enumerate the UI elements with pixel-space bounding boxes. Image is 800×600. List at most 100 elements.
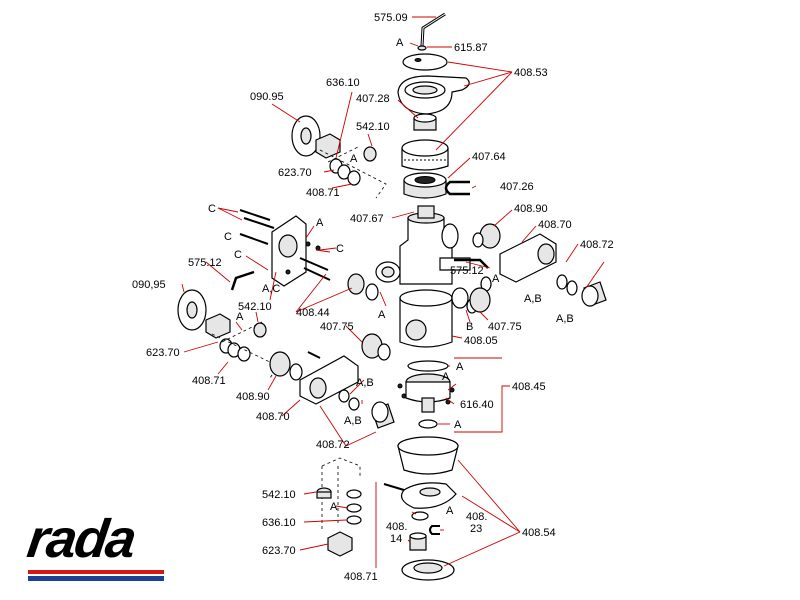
part-labels: 575.09 A 615.87 408.53 090.95 636.10 407… xyxy=(132,12,614,583)
seal-ring-407-67 xyxy=(441,223,459,249)
fitting-407-75-left xyxy=(361,333,391,361)
label-a-r1: A xyxy=(492,273,500,285)
label-408-71-left: 408.71 xyxy=(192,375,226,387)
leader-lines xyxy=(181,16,605,568)
label-a-mid2: A xyxy=(378,309,386,321)
clip-408-23 xyxy=(429,525,440,535)
connector-408-44 xyxy=(347,273,379,301)
nut-623-70-bot xyxy=(327,531,353,557)
label-542-10-left: 542.10 xyxy=(238,301,272,313)
label-a-left: A xyxy=(236,311,244,323)
filter-542-10-top xyxy=(363,146,377,162)
o-ring-408-45-top xyxy=(407,360,449,372)
logo-text: rada xyxy=(23,509,139,569)
hex-key-575-09 xyxy=(420,12,446,47)
label-408-14a: 408. xyxy=(386,521,407,533)
check-valve-408-90-right xyxy=(472,223,501,249)
inlet-elbow-408-70-left xyxy=(299,355,359,405)
label-a-c3: A xyxy=(454,419,462,431)
label-575-12-right: 575.12 xyxy=(450,265,484,277)
label-b: B xyxy=(466,321,473,333)
label-090-95-left: 090,95 xyxy=(132,279,166,291)
label-623-70-bot: 623.70 xyxy=(262,545,296,557)
label-408-71-top: 408.71 xyxy=(306,187,340,199)
lever-408-54 xyxy=(383,482,457,509)
label-408-23b: 23 xyxy=(470,523,482,535)
label-615-87: 615.87 xyxy=(454,42,488,54)
label-407-75-left: 407.75 xyxy=(320,321,354,333)
label-408-70-left: 408.70 xyxy=(256,411,290,423)
label-a-c: A,C xyxy=(262,283,280,295)
check-valve-408-90-left xyxy=(269,351,321,381)
filter-542-10-bot xyxy=(316,487,332,499)
label-a-bot2: A xyxy=(446,505,454,517)
label-a-b-c: A,B xyxy=(356,377,374,389)
mounting-frame xyxy=(271,215,307,287)
valve-body-407-67 xyxy=(375,205,471,285)
label-090-95-top: 090.95 xyxy=(250,91,284,103)
washers-408-71-top xyxy=(329,158,361,186)
cap-408-53 xyxy=(402,53,448,71)
nut-623-70-top xyxy=(315,133,341,159)
label-636-10-bot: 636.10 xyxy=(262,517,296,529)
label-542-10-top: 542.10 xyxy=(356,121,390,133)
seal-408-45-bottom xyxy=(418,419,438,429)
label-a-c1: A xyxy=(456,361,464,373)
label-c1: C xyxy=(208,203,216,215)
inlet-fitting-408-72-right xyxy=(556,274,607,307)
label-407-67: 407.67 xyxy=(350,213,384,225)
label-c2: C xyxy=(234,249,242,261)
washers-408-71-bot xyxy=(346,489,362,525)
label-407-64: 407.64 xyxy=(472,151,506,163)
label-407-26: 407.26 xyxy=(500,181,534,193)
screws-c xyxy=(239,209,331,281)
flange-090-95-left xyxy=(177,289,207,331)
label-a-top: A xyxy=(396,37,404,49)
label-c4: C xyxy=(336,243,344,255)
label-a-b-c2: A,B xyxy=(344,415,362,427)
label-408-72-right: 408.72 xyxy=(580,239,614,251)
label-575-09-top: 575.09 xyxy=(374,12,408,24)
spindle-407-64 xyxy=(403,172,447,199)
label-408-44: 408.44 xyxy=(296,307,330,319)
inlet-fitting-408-72-left xyxy=(338,389,395,429)
cartridge-616-40 xyxy=(397,373,455,413)
label-a-b-r2: A,B xyxy=(556,313,574,325)
nut-407-28 xyxy=(413,113,437,131)
label-623-70-top: 623.70 xyxy=(278,167,312,179)
label-408-05: 408.05 xyxy=(464,335,498,347)
label-407-28: 407.28 xyxy=(356,93,390,105)
rada-logo: rada xyxy=(24,509,168,586)
label-623-70-left: 623.70 xyxy=(146,347,180,359)
label-542-10-bot: 542.10 xyxy=(262,489,296,501)
shroud-408-54 xyxy=(397,436,459,475)
label-a-b-r1: A,B xyxy=(524,293,542,305)
logo-blue-stripe xyxy=(28,576,164,581)
inlet-elbow-408-70-right xyxy=(499,233,557,283)
nut-623-70-left xyxy=(205,313,231,339)
washer-408-14 xyxy=(409,511,429,551)
flange-090-95-top xyxy=(291,115,321,157)
label-a-mid1: A xyxy=(350,153,358,165)
label-408-90-left: 408.90 xyxy=(236,391,270,403)
label-a-bot1: A xyxy=(330,501,338,513)
label-a-frame: A xyxy=(316,217,324,229)
label-408-45: 408.45 xyxy=(512,381,546,393)
label-616-40: 616.40 xyxy=(460,399,494,411)
hex-key-575-12-left xyxy=(230,270,255,291)
logo-red-stripe xyxy=(28,570,164,574)
label-408-23a: 408. xyxy=(466,511,487,523)
label-408-14b: 14 xyxy=(390,533,402,545)
label-407-75-right: 407.75 xyxy=(488,321,522,333)
label-408-54: 408.54 xyxy=(522,527,556,539)
clip-407-26 xyxy=(444,180,470,196)
label-408-90-right: 408.90 xyxy=(514,203,548,215)
label-a-c2: A xyxy=(442,371,450,383)
hex-key-575-12-right xyxy=(454,258,489,269)
label-575-12-left: 575.12 xyxy=(188,257,222,269)
shroud-ring-408-54 xyxy=(401,559,455,581)
label-408-70-right: 408.70 xyxy=(538,219,572,231)
label-408-71-bot: 408.71 xyxy=(344,571,378,583)
fitting-407-75-right xyxy=(469,287,491,313)
